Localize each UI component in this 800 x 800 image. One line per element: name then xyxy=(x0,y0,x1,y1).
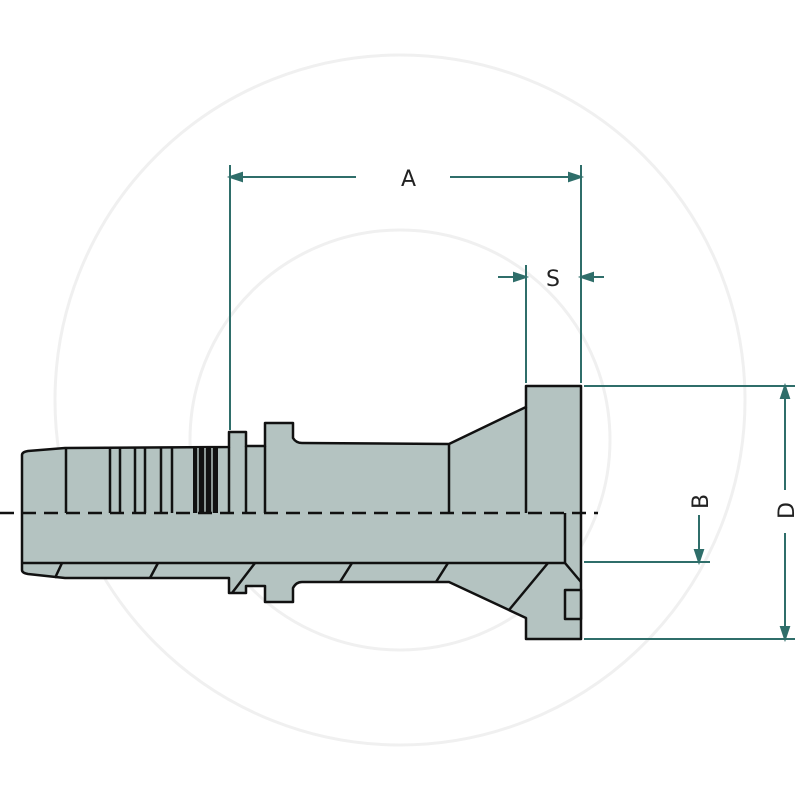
watermark xyxy=(53,53,747,747)
fitting-body xyxy=(20,384,583,641)
dimension-label-s: S xyxy=(546,267,560,292)
ridges xyxy=(53,407,549,611)
dimension-label-a: A xyxy=(401,167,416,192)
dimension-label-d: D xyxy=(775,502,800,519)
dimension-label-b: B xyxy=(689,494,714,509)
dimension-lines xyxy=(226,165,795,643)
